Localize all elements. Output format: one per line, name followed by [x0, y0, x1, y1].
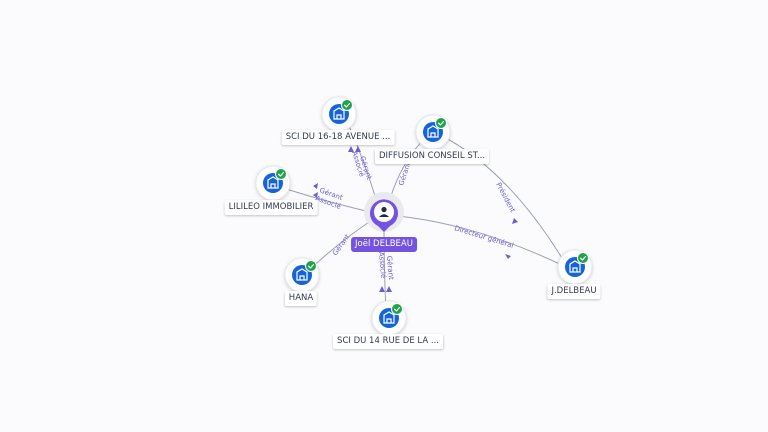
- building-icon: [267, 176, 279, 189]
- building-icon: [383, 311, 395, 324]
- company-label-sci16[interactable]: SCI DU 16-18 AVENUE ...: [281, 130, 395, 145]
- building-icon: [427, 125, 439, 138]
- arrow-lilileo-b: [313, 192, 318, 198]
- company-label-hana[interactable]: HANA: [284, 291, 318, 306]
- edge-center-jdelbeau: [397, 215, 569, 269]
- company-label-lilileo[interactable]: LILILEO IMMOBILIER: [224, 200, 318, 215]
- edge-label-sci14-gerant: Gérant: [385, 255, 395, 280]
- arrow-sci14-b: [386, 286, 392, 292]
- building-icon: [296, 268, 308, 281]
- verified-check-icon: [577, 252, 589, 264]
- verified-check-icon: [305, 260, 317, 272]
- company-node-lilileo[interactable]: [255, 165, 291, 201]
- company-label-diffusion[interactable]: DIFFUSION CONSEIL ST...: [374, 149, 490, 164]
- verified-check-icon: [341, 99, 353, 111]
- company-label-sci14[interactable]: SCI DU 14 RUE DE LA ...: [333, 334, 443, 349]
- arrow-jdelbeau: [505, 254, 511, 259]
- arrow-sci14: [379, 286, 385, 292]
- company-node-jdelbeau[interactable]: [557, 249, 593, 285]
- edge-label-sci14-associe: Associé: [377, 251, 387, 278]
- arrow-sci16: [348, 146, 354, 152]
- arrow-lilileo: [313, 183, 318, 189]
- edge-diffusion-jdelbeau: [439, 134, 569, 269]
- company-node-diffusion[interactable]: [415, 114, 451, 150]
- verified-check-icon: [435, 117, 447, 129]
- arrow-president: [512, 218, 518, 224]
- company-label-jdelbeau[interactable]: J.DELBEAU: [547, 284, 601, 299]
- verified-check-icon: [391, 303, 403, 315]
- person-node-center[interactable]: [364, 192, 404, 232]
- edge-label-hana-gerant: Gérant: [331, 233, 352, 258]
- company-node-sci14[interactable]: [371, 300, 407, 336]
- edge-label-president: Président: [494, 181, 517, 214]
- verified-check-icon: [275, 168, 287, 180]
- person-label-center[interactable]: Joël DELBEAU: [351, 237, 417, 252]
- building-icon: [569, 260, 581, 273]
- edge-label-jdelbeau-dg: Directeur général: [453, 224, 514, 250]
- company-node-sci16[interactable]: [321, 96, 357, 132]
- company-node-hana[interactable]: [284, 257, 320, 293]
- person-icon: [379, 206, 389, 217]
- arrow-sci16-b: [355, 146, 361, 152]
- building-icon: [333, 107, 345, 120]
